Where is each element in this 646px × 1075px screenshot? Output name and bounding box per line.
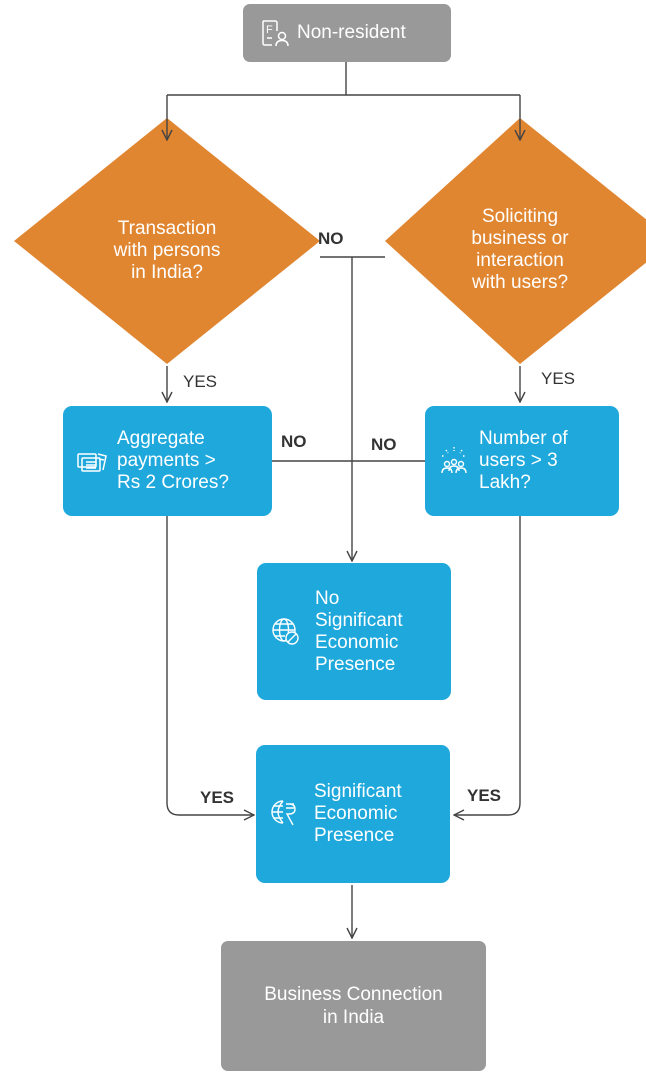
- money-stack-icon: [75, 444, 109, 478]
- aggregate-payments-label: Aggregate payments > Rs 2 Crores?: [117, 428, 229, 493]
- no-sep-label: No Significant Economic Presence: [315, 587, 403, 675]
- edge-label-yes-bottom-right: YES: [467, 786, 502, 805]
- edge-label-no-mid-right: NO: [371, 435, 397, 454]
- connector-start-split: [167, 62, 520, 96]
- edge-label-yes-right: YES: [541, 369, 576, 388]
- edge-label-no-mid-left: NO: [281, 432, 307, 451]
- users-group-icon: [437, 444, 471, 478]
- aggregate-payments-node: Aggregate payments > Rs 2 Crores?: [63, 406, 272, 516]
- decision-transaction-label: Transaction with persons in India?: [113, 218, 221, 283]
- decision-diamond-soliciting: [385, 118, 646, 364]
- start-label: Non-resident: [297, 22, 406, 43]
- globe-rupee-icon: [270, 799, 300, 829]
- sep-label: Significant Economic Presence: [314, 781, 402, 846]
- decision-diamond-transaction: [14, 118, 320, 364]
- end-label: Business Connection in India: [264, 984, 443, 1028]
- globe-blocked-icon: [271, 617, 301, 647]
- sep-node: Significant Economic Presence: [256, 745, 450, 883]
- arrow-users-to-sep: [454, 516, 521, 815]
- number-of-users-node: Number of users > 3 Lakh?: [425, 406, 619, 516]
- number-of-users-label: Number of users > 3 Lakh?: [479, 428, 568, 493]
- svg-text:F: F: [266, 24, 273, 36]
- document-person-icon: F: [259, 18, 289, 48]
- edge-label-yes-left: YES: [183, 372, 218, 391]
- edge-label-no-top: NO: [318, 229, 344, 248]
- no-sep-node: No Significant Economic Presence: [257, 563, 451, 700]
- edge-label-yes-bottom-left: YES: [200, 788, 235, 807]
- end-node: Business Connection in India: [221, 941, 486, 1071]
- arrow-aggregate-to-sep: [166, 516, 254, 815]
- decision-soliciting-label: Soliciting business or interaction with …: [471, 206, 569, 293]
- start-node: F Non-resident: [243, 4, 451, 62]
